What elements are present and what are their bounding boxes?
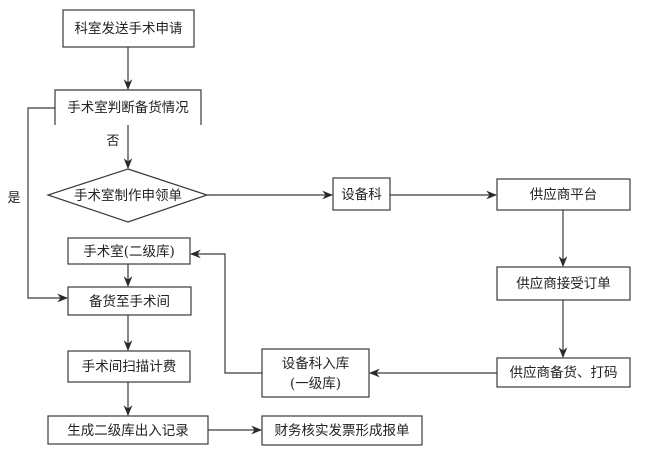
node-or-judge-stock: 手术室判断备货情况 (54, 89, 202, 125)
node-label-line2: (一级库) (290, 376, 341, 392)
node-or-secondary-store: 手术室(二级库) (67, 237, 191, 265)
node-supplier-platform: 供应商平台 (496, 178, 631, 211)
node-label: 供应商接受订单 (516, 275, 611, 292)
node-label: 财务核实发票形成报单 (275, 423, 410, 439)
node-label-line1: 设备科入库 (282, 355, 350, 372)
node-label: 科室发送手术申请 (75, 20, 183, 37)
edge-label-yes: 是 (7, 191, 20, 206)
node-label: 备货至手术间 (89, 293, 170, 310)
edge-label-no: 否 (106, 134, 119, 149)
node-finance-verify: 财务核实发票形成报单 (261, 415, 423, 446)
node-dept-request: 科室发送手术申请 (62, 9, 195, 48)
node-label: 手术室(二级库) (83, 243, 175, 260)
node-label: 手术室判断备货情况 (67, 99, 189, 116)
node-generate-records: 生成二级库出入记录 (47, 415, 209, 445)
node-stock-to-or: 备货至手术间 (67, 286, 192, 316)
node-label: 手术室制作申领单 (74, 187, 182, 204)
node-or-scan-billing: 手术间扫描计费 (67, 350, 191, 383)
node-label: 生成二级库出入记录 (67, 423, 189, 439)
node-label: 供应商备货、打码 (510, 364, 618, 381)
node-or-make-requisition: 手术室制作申领单 (46, 168, 209, 223)
node-label: 手术间扫描计费 (82, 359, 177, 375)
node-supplier-accept-order: 供应商接受订单 (496, 266, 631, 301)
node-equipment-warehousing: 设备科入库 (一级库) (261, 348, 370, 398)
node-equipment-dept: 设备科 (332, 177, 391, 211)
node-label: 供应商平台 (530, 186, 598, 203)
edge-judge-to-stock-yes (27, 107, 69, 303)
edge-warehousing-to-secondary-store (189, 249, 262, 374)
node-supplier-stock-code: 供应商备货、打码 (496, 357, 631, 388)
node-label: 设备科 (341, 186, 382, 203)
edges (27, 47, 568, 435)
